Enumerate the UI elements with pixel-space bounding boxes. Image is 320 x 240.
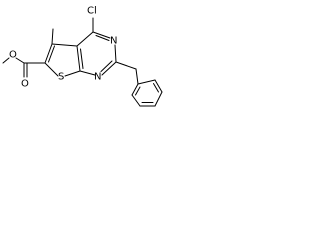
bond-c4a-c7a (76, 45, 81, 72)
atom-sulfur: S (58, 72, 64, 83)
bond-n1-c7a (79, 70, 96, 76)
bond-c2-n1 (101, 61, 117, 76)
bond-c5-methyl (51, 28, 54, 45)
bond-ether-o-carbonyl (15, 57, 25, 64)
atom-chlorine: Cl (87, 6, 97, 17)
atom-nitrogen-n1: N (94, 72, 101, 83)
atom-label-layer: Cl N N S O O (9, 6, 117, 90)
bond-ph-2-3 (154, 79, 163, 93)
bond-methyl-o (2, 57, 10, 64)
bond-ph-2-3-inner (153, 83, 159, 93)
bond-ph-6-1 (131, 83, 139, 96)
bond-c2-n1-inner (100, 60, 113, 72)
bond-ph-3-4 (154, 91, 163, 107)
atom-oxygen-ether: O (9, 50, 17, 61)
bond-c4a-c4 (76, 31, 94, 47)
bond-n3-c2 (114, 44, 117, 63)
bond-s-c7a (64, 70, 81, 77)
bond-ph-6-1-inner (135, 86, 141, 96)
bond-c6-s (44, 62, 59, 77)
bond-c6-c5-inner (48, 45, 55, 63)
bond-c5-c4a (51, 43, 78, 47)
bond-c4a-c7a-inner (80, 48, 84, 69)
bond-c4-n3-inner (95, 35, 110, 41)
bond-c4-n3 (92, 31, 111, 39)
chemical-structure-diagram: Cl N N S O O (2, 6, 163, 107)
bond-ph-5-6 (131, 94, 141, 107)
bond-c2-ch2 (115, 61, 137, 70)
bond-layer (2, 17, 163, 107)
bond-c6-c5 (44, 43, 53, 64)
bond-ch2-phenyl (135, 68, 139, 85)
atom-oxygen-carbonyl: O (21, 79, 29, 90)
atom-nitrogen-n3: N (110, 36, 117, 47)
bond-ph-1-2 (137, 79, 156, 85)
